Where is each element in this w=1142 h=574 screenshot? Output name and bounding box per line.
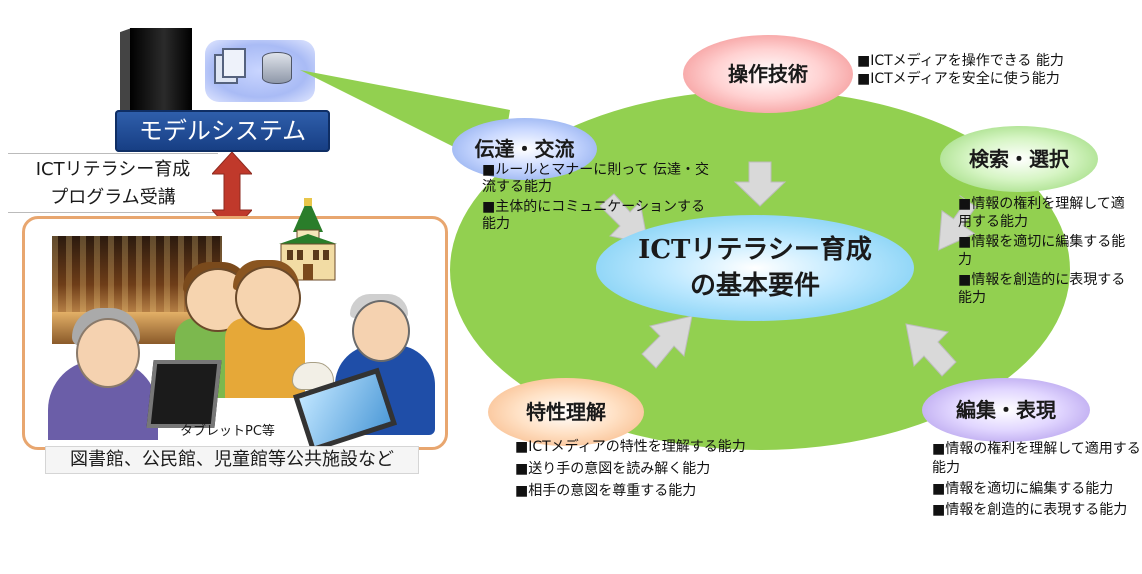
arrow-up-right-icon [641, 315, 693, 369]
arrow-down-icon [733, 161, 787, 207]
list-item: ■情報を適切に編集する能力 [932, 481, 1114, 497]
tablet-label: タブレットPC等 [180, 424, 275, 439]
course-line-2: プログラム受講 [50, 187, 176, 208]
ellipse-communication: 伝達・交流 [452, 118, 597, 180]
elderly-woman-head [76, 318, 140, 388]
list-item: ■送り手の意図を読み解く能力 [515, 461, 711, 477]
characteristic-understanding-list: ■ICTメディアの特性を理解する能力 ■送り手の意図を読み解く能力 ■相手の意図… [515, 437, 795, 503]
arrow-down-left-icon [938, 195, 977, 251]
list-item: ■ルールとマナーに則って 伝達・交流する能力 [482, 162, 709, 195]
child-figure-2-head [235, 266, 301, 330]
list-item: ■情報を適切に編集する能力 [958, 234, 1126, 268]
list-item: ■情報を創造的に表現する能力 [958, 272, 1126, 306]
communication-list: ■ルールとマナーに則って 伝達・交流する能力 ■主体的にコミュニケーションする能… [482, 162, 712, 236]
list-item: ■相手の意図を尊重する能力 [515, 483, 697, 499]
document-icon [214, 48, 246, 84]
tablet-pc-image [146, 360, 222, 428]
public-building-icon [279, 198, 337, 281]
center-title-line-2: の基本要件 [689, 271, 820, 301]
list-item: ■情報の権利を理解して適用する能力 [958, 196, 1125, 230]
child-figure-2-body [225, 318, 305, 398]
list-item: ■情報の権利を理解して適用する能力 [932, 441, 1141, 476]
center-title-line-1: ICTリテラシー育成 [638, 235, 872, 265]
course-line-1: ICTリテラシー育成 [35, 159, 191, 180]
ellipse-search-selection: 検索・選択 [940, 126, 1098, 192]
editing-expression-list: ■情報の権利を理解して適用する能力 ■情報を適切に編集する能力 ■情報を創造的に… [932, 440, 1142, 522]
list-item: ■情報を創造的に表現する能力 [932, 502, 1128, 518]
double-arrow-icon [212, 152, 252, 232]
ellipse-operation-skill: 操作技術 [683, 35, 853, 113]
operation-skill-list: ■ICTメディアを操作できる 能力 ■ICTメディアを安全に使う能力 [857, 52, 1137, 88]
course-label: ICTリテラシー育成 プログラム受講 [8, 153, 218, 213]
list-item: ■ICTメディアを安全に使う能力 [857, 71, 1060, 87]
facility-label: 図書館、公民館、児童館等公共施設など [45, 446, 419, 474]
list-item: ■ICTメディアを操作できる 能力 [857, 53, 1064, 69]
elderly-man-head [352, 300, 410, 362]
ellipse-characteristic-understanding: 特性理解 [488, 378, 644, 446]
search-selection-list: ■情報の権利を理解して適用する能力 ■情報を適切に編集する能力 ■情報を創造的に… [958, 195, 1138, 309]
list-item: ■主体的にコミュニケーションする能力 [482, 199, 705, 232]
model-system-label: モデルシステム [115, 110, 330, 152]
center-requirement-ellipse: ICTリテラシー育成 の基本要件 [596, 215, 914, 321]
ellipse-editing-expression: 編集・表現 [922, 378, 1090, 442]
database-icon [262, 52, 292, 84]
list-item: ■ICTメディアの特性を理解する能力 [515, 439, 746, 455]
arrow-up-left-icon [905, 323, 957, 377]
